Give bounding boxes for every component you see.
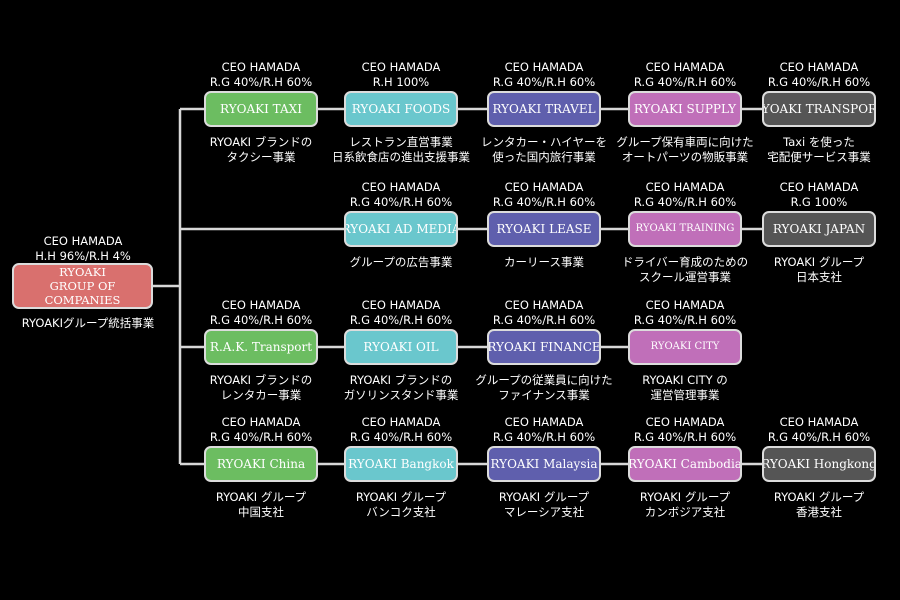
- company-node-button[interactable]: RYOAKI Malaysia: [487, 446, 601, 482]
- node-header: CEO HAMADA R.G 40%/R.H 60%: [492, 298, 596, 327]
- node-header: CEO HAMADA R.G 40%/R.H 60%: [767, 415, 871, 444]
- root-node-button[interactable]: RYOAKI GROUP OF COMPANIES: [12, 263, 153, 309]
- node-description: グループの従業員に向けた ファイナンス事業: [475, 373, 613, 402]
- node-header: CEO HAMADA R.G 40%/R.H 60%: [209, 60, 313, 89]
- node-description: RYOAKI ブランドの レンタカー事業: [209, 373, 313, 402]
- node-header: CEO HAMADA R.G 40%/R.H 60%: [492, 60, 596, 89]
- node-header: CEO HAMADA R.G 40%/R.H 60%: [767, 60, 871, 89]
- company-node-button[interactable]: RYOAKI TAXI: [204, 91, 318, 127]
- company-node-button[interactable]: RYOAKI Hongkong: [762, 446, 876, 482]
- root-description: RYOAKIグループ統括事業: [21, 316, 155, 330]
- company-node-button[interactable]: R.A.K. Transport: [204, 329, 318, 365]
- node-description: ドライバー育成のための スクール運営事業: [621, 255, 749, 284]
- node-description: レンタカー・ハイヤーを 使った国内旅行事業: [481, 135, 607, 164]
- root-header: CEO HAMADA H.H 96%/R.H 4%: [35, 234, 131, 263]
- node-header: CEO HAMADA R.G 40%/R.H 60%: [633, 298, 737, 327]
- node-description: Taxi を使った 宅配便サービス事業: [767, 135, 871, 164]
- node-header: CEO HAMADA R.G 40%/R.H 60%: [349, 415, 453, 444]
- node-header: CEO HAMADA R.G 40%/R.H 60%: [209, 298, 313, 327]
- node-header: CEO HAMADA R.G 40%/R.H 60%: [349, 180, 453, 209]
- node-description: RYOAKI CITY の 運営管理事業: [642, 373, 728, 402]
- node-header: CEO HAMADA R.G 40%/R.H 60%: [633, 180, 737, 209]
- node-description: レストラン直営事業 日系飲食店の進出支援事業: [332, 135, 470, 164]
- node-header: CEO HAMADA R.H 100%: [361, 60, 441, 89]
- node-description: グループ保有車両に向けた オートパーツの物販事業: [616, 135, 754, 164]
- node-header: CEO HAMADA R.G 40%/R.H 60%: [349, 298, 453, 327]
- company-node-button[interactable]: RYOAKI Cambodia: [628, 446, 742, 482]
- company-node-button[interactable]: RYOAKI FINANCE: [487, 329, 601, 365]
- node-description: RYOAKI グループ バンコク支社: [355, 490, 447, 519]
- company-node-button[interactable]: RYOAKI TRAVEL: [487, 91, 601, 127]
- node-description: グループの広告事業: [349, 255, 453, 269]
- node-description: RYOAKI ブランドの タクシー事業: [209, 135, 313, 164]
- node-header: CEO HAMADA R.G 100%: [779, 180, 859, 209]
- node-description: RYOAKI グループ マレーシア支社: [498, 490, 590, 519]
- node-description: RYOAKI ブランドの ガソリンスタンド事業: [343, 373, 459, 402]
- company-node-button[interactable]: RYOAKI SUPPLY: [628, 91, 742, 127]
- node-description: RYOAKI グループ カンボジア支社: [639, 490, 731, 519]
- company-node-button[interactable]: RYOAKI LEASE: [487, 211, 601, 247]
- company-node-button[interactable]: RYOAKI OIL: [344, 329, 458, 365]
- node-header: CEO HAMADA R.G 40%/R.H 60%: [209, 415, 313, 444]
- company-node-button[interactable]: RYOAKI CITY: [628, 329, 742, 365]
- company-node-button[interactable]: RYOAKI JAPAN: [762, 211, 876, 247]
- node-header: CEO HAMADA R.G 40%/R.H 60%: [633, 60, 737, 89]
- node-header: CEO HAMADA R.G 40%/R.H 60%: [633, 415, 737, 444]
- company-node-button[interactable]: RYOAKI TRANSPORT: [762, 91, 876, 127]
- node-description: RYOAKI グループ 日本支社: [773, 255, 865, 284]
- company-node-button[interactable]: RYOAKI China: [204, 446, 318, 482]
- node-header: CEO HAMADA R.G 40%/R.H 60%: [492, 180, 596, 209]
- node-description: カーリース事業: [504, 255, 584, 269]
- node-header: CEO HAMADA R.G 40%/R.H 60%: [492, 415, 596, 444]
- company-node-button[interactable]: RYOAKI Bangkok: [344, 446, 458, 482]
- node-description: RYOAKI グループ 中国支社: [215, 490, 307, 519]
- company-node-button[interactable]: RYOAKI FOODS: [344, 91, 458, 127]
- company-node-button[interactable]: RYOAKI TRAINING: [628, 211, 742, 247]
- node-description: RYOAKI グループ 香港支社: [773, 490, 865, 519]
- company-node-button[interactable]: RYOAKI AD MEDIA: [344, 211, 458, 247]
